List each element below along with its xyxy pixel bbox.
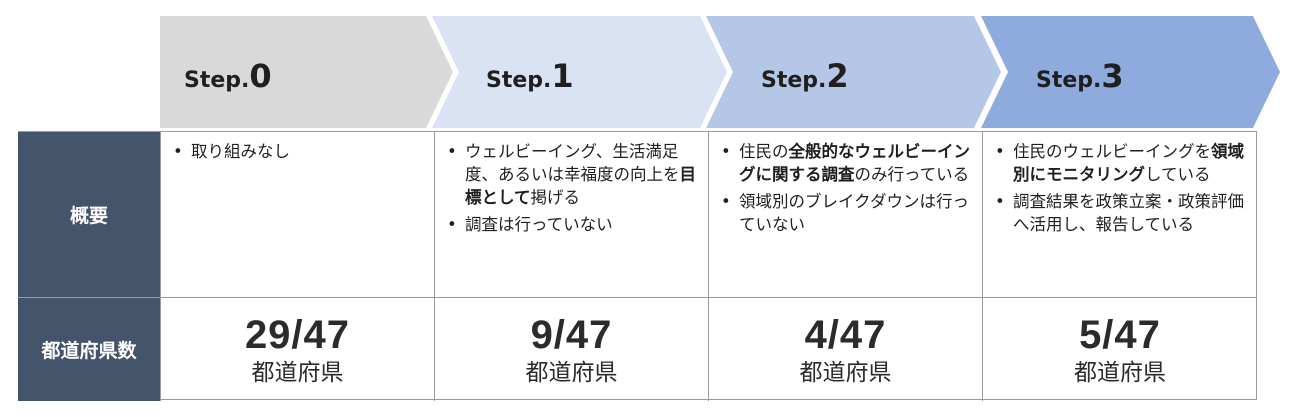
overview-bullet-item: 領域別のブレイクダウンは行っていない — [717, 190, 972, 236]
count-unit: 都道府県 — [251, 359, 344, 386]
bullet-text: のみ行っている — [854, 165, 970, 184]
count-value: 29/47 — [244, 312, 351, 357]
count-unit: 都道府県 — [525, 359, 618, 386]
step-0-label: Step.0 — [184, 56, 272, 102]
emphasis-text: 全般的なウェルビーイングに関する調査 — [739, 142, 970, 184]
step-0-number: 0 — [249, 57, 272, 95]
step-3-chevron — [981, 16, 1280, 128]
step-3-prefix: Step. — [1036, 68, 1102, 93]
overview-list: 住民の全般的なウェルビーイングに関する調査のみ行っている領域別のブレイクダウンは… — [717, 140, 972, 236]
row-header-overview: 概要 — [18, 132, 160, 298]
bullet-text: ウェルビーイング、生活満足度、あるいは幸福度の向上を — [465, 142, 680, 184]
step-chevron-header: Step.0 Step.1 Step.2 Step.3 — [0, 0, 1299, 135]
count-cell-step-2: 4/47 都道府県 — [708, 298, 982, 401]
overview-cell-step-3: 住民のウェルビーイングを領域別にモニタリングしている調査結果を政策立案・政策評価… — [982, 132, 1257, 298]
overview-bullet-item: 取り組みなし — [169, 140, 424, 163]
emphasis-text: 目標として — [465, 165, 696, 207]
count-value: 9/47 — [530, 312, 613, 357]
count-unit: 都道府県 — [1074, 359, 1166, 386]
overview-bullet-item: 住民のウェルビーイングを領域別にモニタリングしている — [991, 140, 1247, 186]
bullet-text: 住民のウェルビーイングを — [1013, 142, 1211, 161]
overview-cell-step-0: 取り組みなし — [160, 132, 434, 298]
count-value: 4/47 — [804, 312, 887, 357]
row-header-prefecture-count: 都道府県数 — [18, 298, 160, 401]
overview-list: ウェルビーイング、生活満足度、あるいは幸福度の向上を目標として掲げる調査は行って… — [443, 140, 698, 236]
bullet-text: 住民の — [739, 142, 789, 161]
count-unit: 都道府県 — [799, 359, 892, 386]
step-chevrons-graphic — [160, 16, 1280, 128]
overview-bullet-item: ウェルビーイング、生活満足度、あるいは幸福度の向上を目標として掲げる — [443, 140, 698, 209]
overview-bullet-item: 調査は行っていない — [443, 213, 698, 236]
overview-bullet-item: 調査結果を政策立案・政策評価へ活用し、報告している — [991, 190, 1247, 236]
step-2-prefix: Step. — [761, 68, 827, 93]
step-comparison-table: 概要 取り組みなし ウェルビーイング、生活満足度、あるいは幸福度の向上を目標とし… — [18, 131, 1257, 401]
emphasis-text: 領域別にモニタリング — [1013, 142, 1244, 184]
step-1-chevron — [432, 16, 727, 128]
step-1-prefix: Step. — [486, 68, 552, 93]
bullet-text: 調査は行っていない — [465, 215, 613, 234]
overview-list: 取り組みなし — [169, 140, 424, 163]
overview-list: 住民のウェルビーイングを領域別にモニタリングしている調査結果を政策立案・政策評価… — [991, 140, 1247, 236]
count-cell-step-1: 9/47 都道府県 — [434, 298, 708, 401]
step-3-label: Step.3 — [1036, 56, 1124, 102]
overview-bullet-item: 住民の全般的なウェルビーイングに関する調査のみ行っている — [717, 140, 972, 186]
overview-cell-step-2: 住民の全般的なウェルビーイングに関する調査のみ行っている領域別のブレイクダウンは… — [708, 132, 982, 298]
step-2-label: Step.2 — [761, 56, 849, 102]
bullet-text: 調査結果を政策立案・政策評価へ活用し、報告している — [1013, 192, 1244, 234]
bullet-text: している — [1145, 165, 1211, 184]
count-value: 5/47 — [1079, 312, 1161, 357]
step-1-label: Step.1 — [486, 56, 574, 102]
step-2-chevron — [706, 16, 1001, 128]
count-cell-step-3: 5/47 都道府県 — [982, 298, 1257, 401]
bullet-text: 掲げる — [530, 188, 581, 207]
step-3-number: 3 — [1101, 57, 1124, 95]
bullet-text: 取り組みなし — [191, 142, 290, 161]
count-cell-step-0: 29/47 都道府県 — [160, 298, 434, 401]
step-0-chevron — [160, 16, 453, 128]
bullet-text: 領域別のブレイクダウンは行っていない — [739, 192, 970, 234]
overview-cell-step-1: ウェルビーイング、生活満足度、あるいは幸福度の向上を目標として掲げる調査は行って… — [434, 132, 708, 298]
step-0-prefix: Step. — [184, 68, 250, 93]
step-1-number: 1 — [551, 57, 574, 95]
step-2-number: 2 — [826, 57, 849, 95]
